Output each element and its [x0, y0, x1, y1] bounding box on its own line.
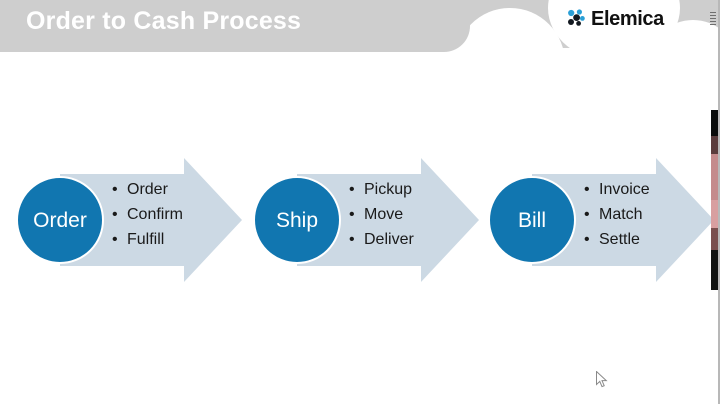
- process-step-bill: Bill Invoice Match Settle: [480, 150, 714, 290]
- list-item: Fulfill: [112, 227, 183, 252]
- list-item: Deliver: [349, 227, 414, 252]
- process-step-circle-ship: Ship: [253, 176, 341, 264]
- elemica-molecule-logo-icon: [566, 8, 588, 30]
- list-item: Invoice: [584, 177, 650, 202]
- page-title: Order to Cash Process: [26, 7, 302, 35]
- webcam-video-thumbnail[interactable]: [711, 110, 720, 290]
- header-petal-shape: [568, 36, 668, 94]
- process-step-circle-label: Bill: [517, 208, 546, 232]
- list-item: Match: [584, 202, 650, 227]
- list-item: Order: [112, 177, 183, 202]
- list-item: Move: [349, 202, 414, 227]
- process-step-circle-bill: Bill: [488, 176, 576, 264]
- webcam-pixel-band: [711, 228, 720, 250]
- webcam-pixel-band: [711, 110, 720, 136]
- header-petal-shape: [455, 8, 565, 118]
- process-step-bullets-order: Order Confirm Fulfill: [112, 177, 183, 252]
- order-to-cash-process-diagram: Order Order Confirm Fulfill Ship Pickup …: [0, 150, 720, 290]
- elemica-logo: Elemica: [566, 8, 664, 30]
- process-step-bullets-ship: Pickup Move Deliver: [349, 177, 414, 252]
- mouse-cursor-icon: [596, 370, 608, 388]
- list-item: Settle: [584, 227, 650, 252]
- webcam-pixel-band: [711, 136, 720, 154]
- webcam-pixel-band: [711, 250, 720, 290]
- drag-handle-grip-icon[interactable]: [710, 12, 716, 26]
- process-step-circle-label: Ship: [275, 208, 319, 232]
- process-step-circle-label: Order: [33, 208, 87, 232]
- process-step-circle-order: Order: [16, 176, 104, 264]
- list-item: Confirm: [112, 202, 183, 227]
- header-band: [0, 0, 470, 52]
- elemica-logo-text: Elemica: [591, 8, 664, 30]
- webcam-pixel-band: [711, 200, 720, 228]
- webcam-pixel-band: [711, 154, 720, 200]
- list-item: Pickup: [349, 177, 414, 202]
- process-step-order: Order Order Confirm Fulfill: [8, 150, 242, 290]
- process-step-ship: Ship Pickup Move Deliver: [245, 150, 479, 290]
- right-edge-border: [718, 0, 720, 404]
- process-step-bullets-bill: Invoice Match Settle: [584, 177, 650, 252]
